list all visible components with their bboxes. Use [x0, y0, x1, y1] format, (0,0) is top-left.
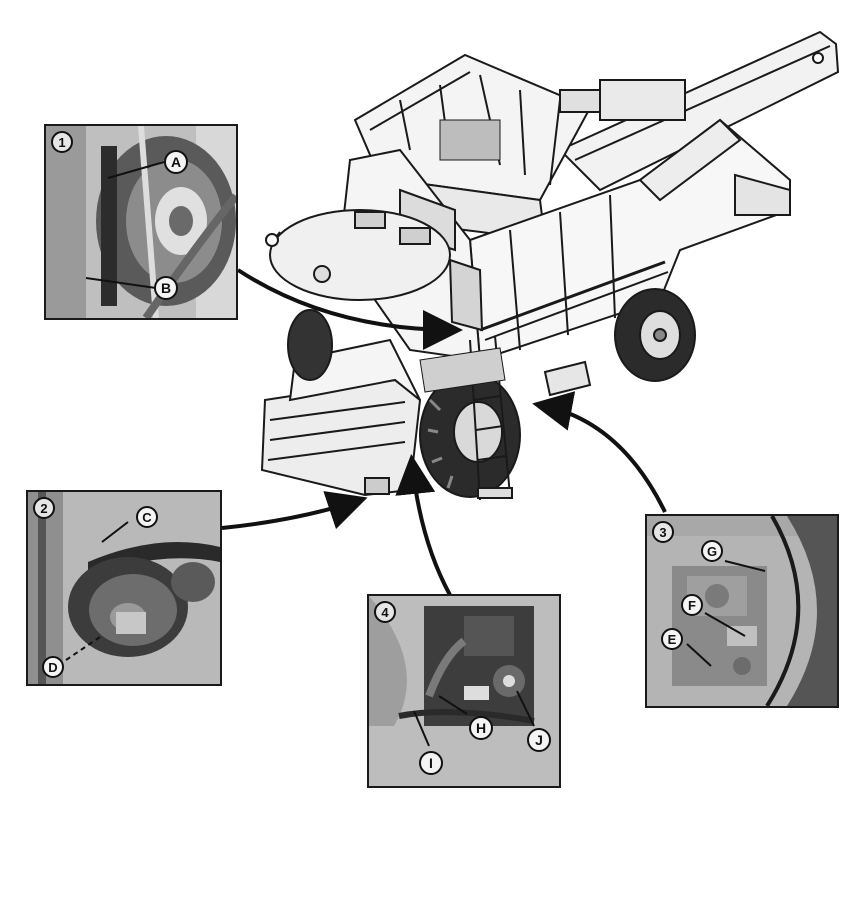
arrow-to-panel-2 — [221, 491, 368, 530]
callout-b: B — [154, 276, 178, 300]
callout-f: F — [681, 594, 703, 616]
callout-i: I — [419, 751, 443, 775]
callout-g: G — [701, 540, 723, 562]
feeder-house — [260, 338, 422, 497]
wheel-motor-photo — [647, 516, 837, 706]
combine-body — [468, 79, 791, 362]
rear-steer-wheel — [614, 288, 696, 382]
detail-panel-1: 1 A B — [44, 124, 238, 320]
grain-tank — [353, 53, 592, 242]
left-front-tire — [287, 309, 333, 381]
callout-c: C — [136, 506, 158, 528]
gearbox-photo — [369, 596, 559, 786]
panel-number-4: 4 — [374, 601, 396, 623]
detail-panel-3: 3 G F E — [645, 514, 839, 708]
callout-j: J — [527, 728, 551, 752]
unloading-auger — [558, 30, 840, 192]
pulley-photo — [28, 492, 220, 684]
panel-number-3: 3 — [652, 521, 674, 543]
callout-a: A — [164, 150, 188, 174]
cab-platform — [265, 209, 451, 301]
detail-panel-2: 2 C D — [26, 490, 222, 686]
arrow-to-panel-3 — [532, 391, 667, 513]
detail-panel-4: 4 H I J — [367, 594, 561, 788]
platform-grate — [419, 347, 506, 393]
callout-d: D — [42, 656, 64, 678]
rear-step — [543, 360, 592, 397]
panel-number-1: 1 — [51, 131, 73, 153]
belt-drive-photo — [46, 126, 236, 318]
arrow-to-panel-1 — [236, 268, 463, 350]
callout-h: H — [469, 716, 493, 740]
panel-number-2: 2 — [33, 497, 55, 519]
callout-e: E — [661, 628, 683, 650]
arrow-to-panel-4 — [395, 454, 452, 596]
